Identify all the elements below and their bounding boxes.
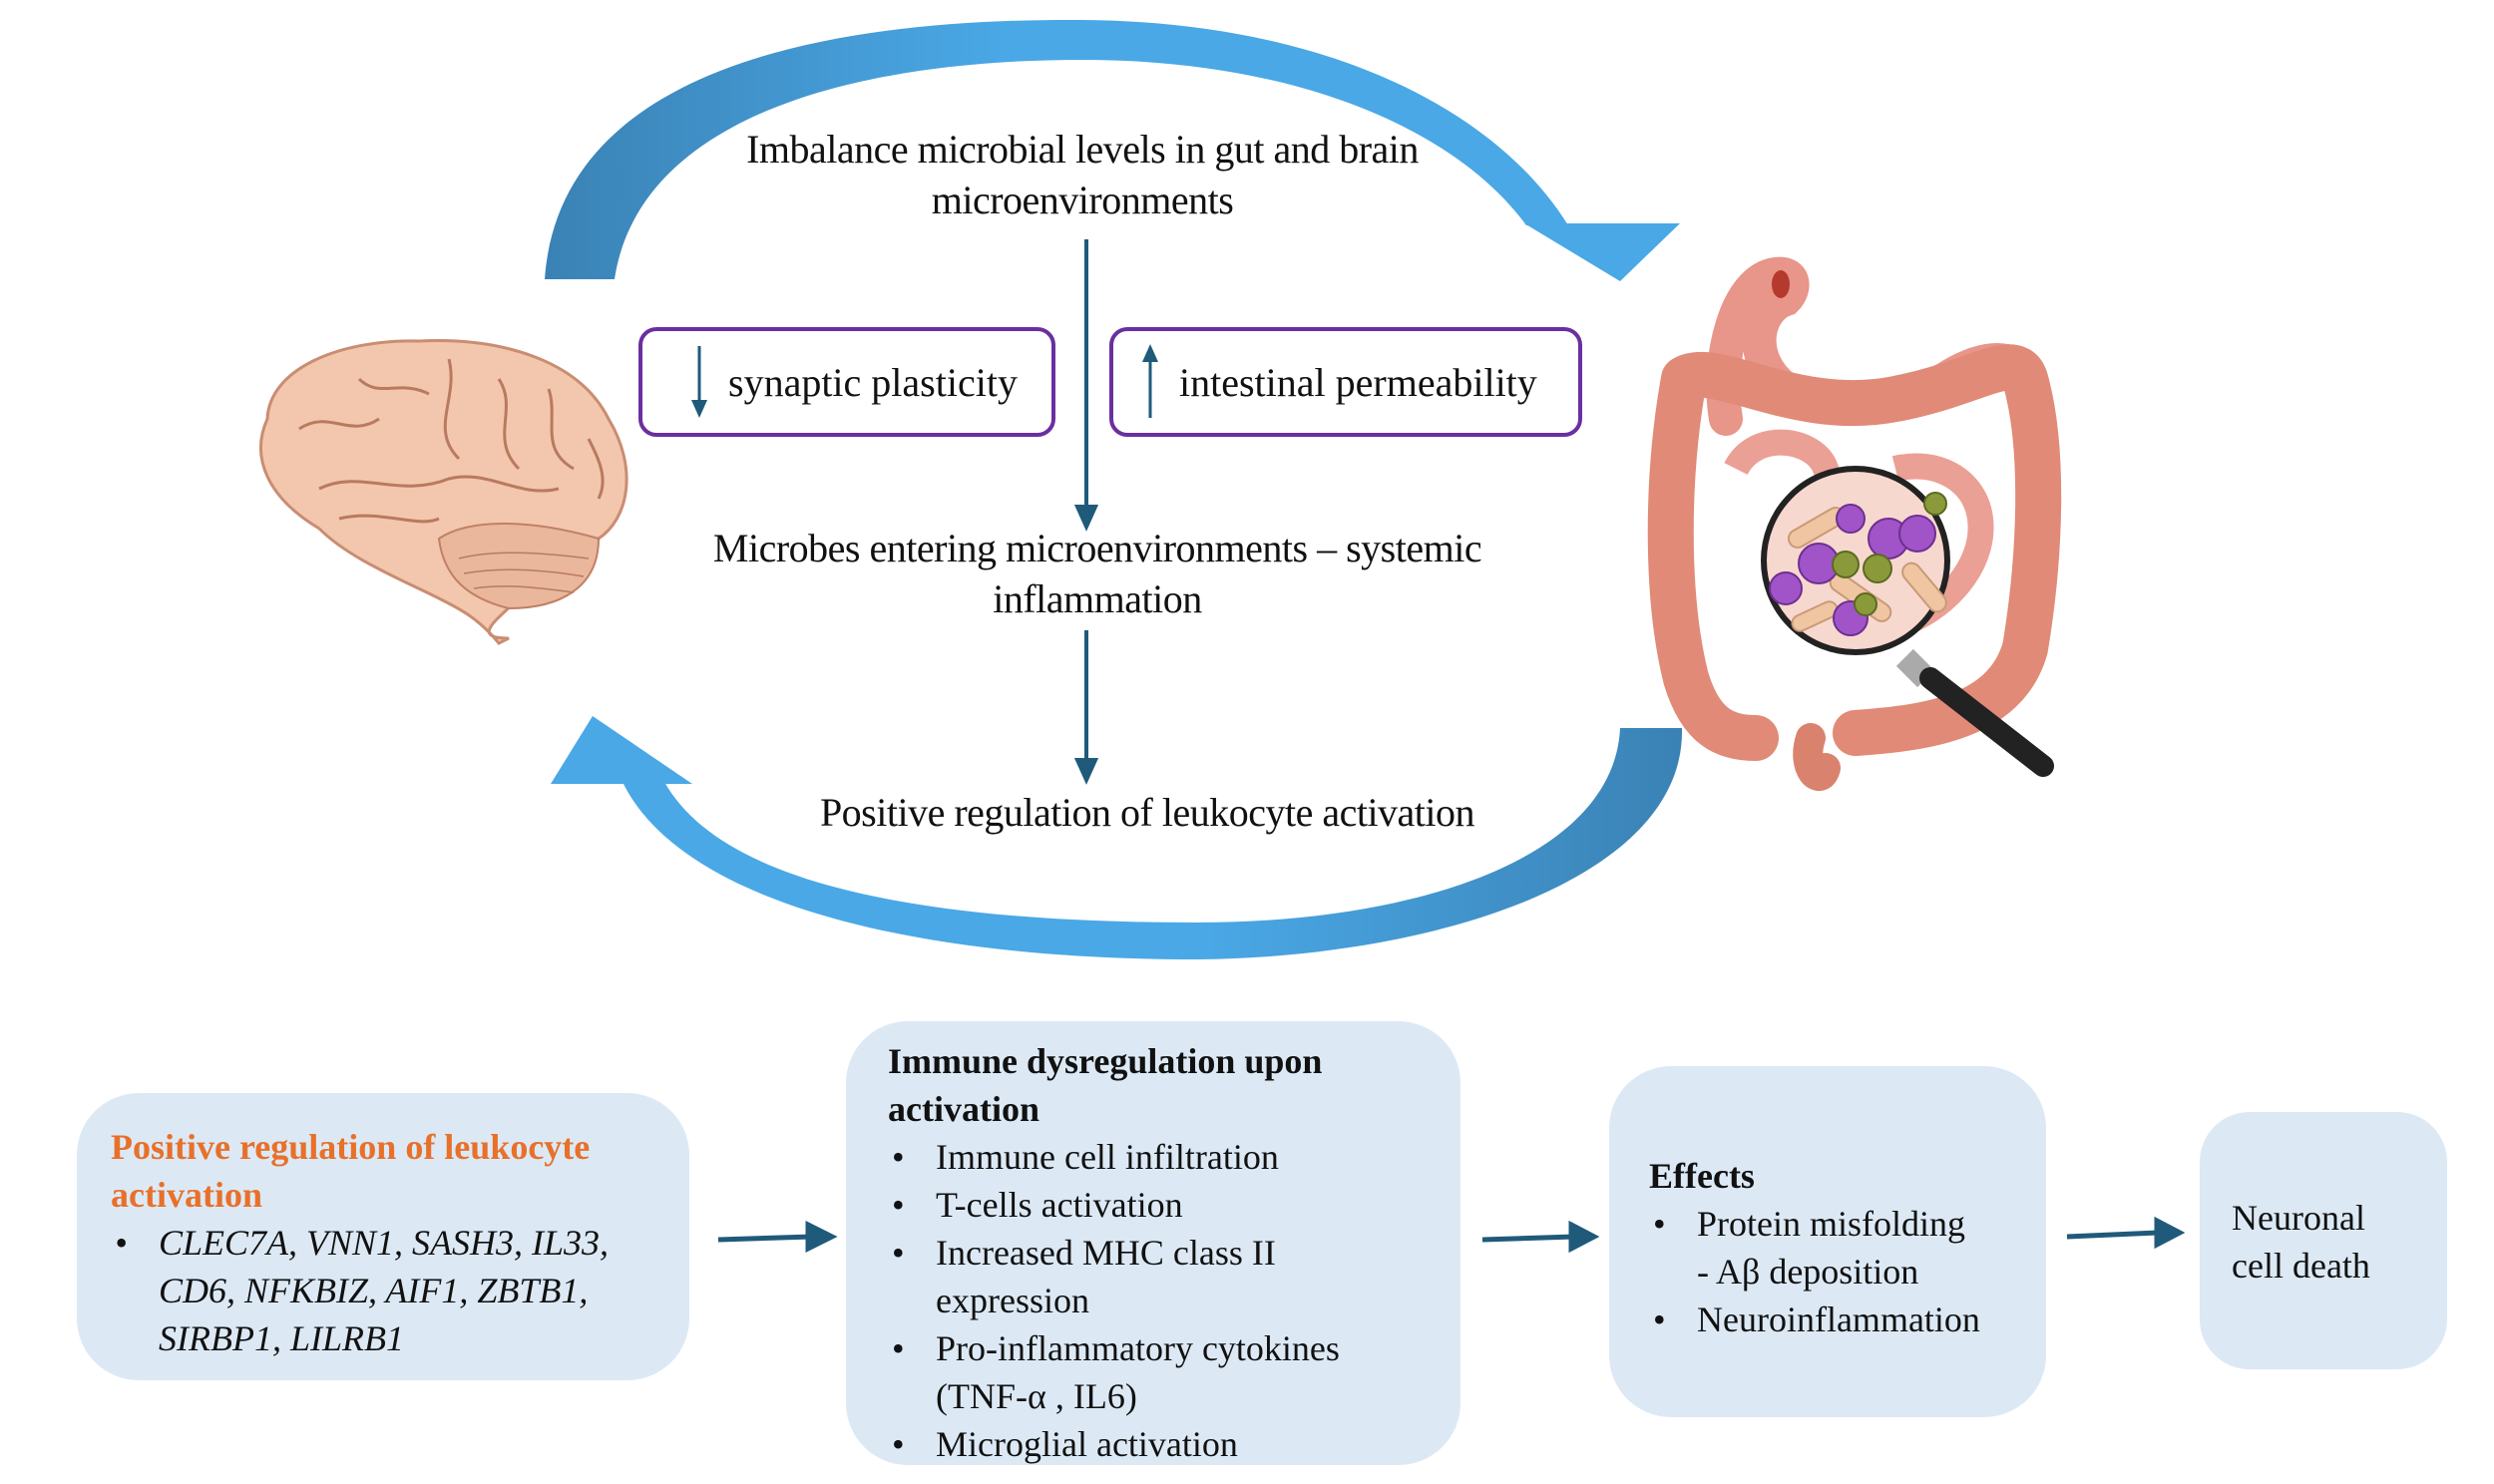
- flow-arrowhead-2: [1568, 1220, 1600, 1254]
- immune-item-text: Microglial activation: [936, 1424, 1238, 1464]
- gene-line-2: CD6, NFKBIZ, AIF1, ZBTB1,: [159, 1271, 589, 1310]
- intestinal-permeability-label: intestinal permeability: [1179, 359, 1537, 405]
- microbes-entering-text: Microbes entering microenvironments – sy…: [638, 523, 1556, 624]
- microbes-line-2: inflammation: [993, 576, 1202, 621]
- leukocyte-activation-card: Positive regulation of leukocyte activat…: [77, 1093, 689, 1380]
- immune-list-item: Increased MHC class II expression: [888, 1229, 1460, 1324]
- leukocyte-heading-line-2: activation: [111, 1175, 262, 1215]
- bottom-arrow-head: [551, 716, 692, 784]
- immune-dysregulation-card: Immune dysregulation upon activation Imm…: [846, 1021, 1460, 1468]
- effects-list-item: Protein misfolding - Aβ deposition: [1649, 1200, 2046, 1296]
- gene-list-item: CLEC7A, VNN1, SASH3, IL33, CD6, NFKBIZ, …: [111, 1219, 689, 1362]
- flow-arrow-1: [717, 1234, 813, 1243]
- bacteria: [1769, 492, 1947, 636]
- immune-list-item: Immune cell infiltration: [888, 1133, 1460, 1181]
- immune-item-text: expression: [936, 1281, 1089, 1320]
- immune-item-text: T-cells activation: [936, 1185, 1183, 1225]
- effects-card: Effects Protein misfolding - Aβ depositi…: [1609, 1066, 2046, 1417]
- leukocyte-heading-line-1: Positive regulation of leukocyte: [111, 1127, 591, 1167]
- immune-item-text: Pro-inflammatory cytokines: [936, 1328, 1340, 1368]
- bottom-cycle-arrow: [551, 716, 1683, 959]
- immune-heading-line-1: Immune dysregulation upon: [888, 1041, 1323, 1081]
- flow-arrowhead-3: [2154, 1216, 2186, 1250]
- immune-list-item: Pro-inflammatory cytokines (TNF-α , IL6): [888, 1324, 1460, 1420]
- effects-item-text: Protein misfolding: [1697, 1204, 1965, 1244]
- esophagus-opening: [1772, 270, 1790, 298]
- flow-arrow-2: [1481, 1234, 1575, 1243]
- top-cycle-arrow: [545, 19, 1680, 281]
- immune-heading-line-2: activation: [888, 1089, 1039, 1129]
- leukocyte-card-heading: Positive regulation of leukocyte activat…: [111, 1123, 689, 1219]
- connector-arrowhead-2: [1073, 758, 1099, 785]
- intestine-illustration: [1647, 256, 2062, 791]
- brain-illustration: [259, 339, 628, 645]
- immune-card-heading: Immune dysregulation upon activation: [888, 1037, 1460, 1133]
- neuronal-line-1: Neuronal: [2232, 1198, 2365, 1238]
- microbes-line-1: Microbes entering microenvironments – sy…: [712, 526, 1482, 570]
- down-arrow-icon: [691, 346, 707, 418]
- neuronal-line-2: cell death: [2232, 1246, 2370, 1286]
- positive-regulation-cycle-text: Positive regulation of leukocyte activat…: [819, 790, 1475, 835]
- neuronal-cell-death-card: Neuronal cell death: [2200, 1112, 2447, 1369]
- immune-list-item: T-cells activation: [888, 1181, 1460, 1229]
- effects-item-text: - Aβ deposition: [1697, 1252, 1919, 1292]
- flow-arrow-3: [2066, 1230, 2160, 1240]
- gene-line-1: CLEC7A, VNN1, SASH3, IL33,: [159, 1223, 610, 1263]
- synaptic-plasticity-label: synaptic plasticity: [728, 359, 1018, 405]
- up-arrow-icon: [1142, 344, 1158, 418]
- synaptic-plasticity-box: synaptic plasticity: [638, 327, 1055, 437]
- top-arrow-head: [1524, 223, 1680, 281]
- effects-list-item: Neuroinflammation: [1649, 1296, 2046, 1343]
- gene-line-3: SIRBP1, LILRB1: [159, 1318, 404, 1358]
- immune-item-text: Immune cell infiltration: [936, 1137, 1279, 1177]
- flow-arrowhead-1: [805, 1220, 838, 1254]
- imbalance-line-1: Imbalance microbial levels in gut and br…: [746, 127, 1419, 172]
- immune-list-item: Microglial activation: [888, 1420, 1460, 1468]
- immune-item-text: (TNF-α , IL6): [936, 1376, 1137, 1416]
- imbalance-microbial-text: Imbalance microbial levels in gut and br…: [683, 124, 1481, 225]
- imbalance-line-2: microenvironments: [931, 178, 1234, 222]
- effects-heading: Effects: [1649, 1156, 1755, 1196]
- immune-item-text: Increased MHC class II: [936, 1233, 1276, 1273]
- magnifier-handle: [1919, 667, 2054, 777]
- connector-arrowhead-1: [1073, 505, 1099, 532]
- intestinal-permeability-box: intestinal permeability: [1109, 327, 1582, 437]
- effects-item-text: Neuroinflammation: [1697, 1299, 1980, 1339]
